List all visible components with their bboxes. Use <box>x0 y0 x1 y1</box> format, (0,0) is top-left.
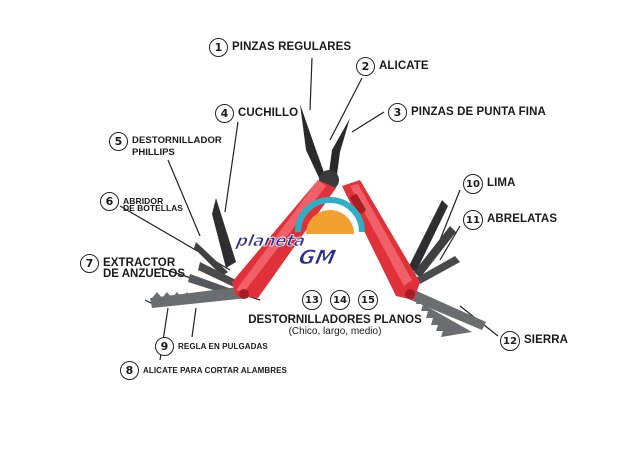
label-6: 6 ABRIDOR <box>100 192 163 211</box>
label-text-6b: DE BOTELLAS <box>123 203 183 213</box>
label-text-8: ALICATE PARA CORTAR ALAMBRES <box>143 365 287 375</box>
label-text-5b: PHILLIPS <box>132 147 175 158</box>
label-13-15: 13 14 15 <box>302 290 378 310</box>
leader-line-4 <box>224 121 239 213</box>
saw-blade <box>406 288 486 330</box>
label-text-11: ABRELATAS <box>487 213 558 226</box>
planeta-gm-logo: planeta GM <box>233 197 365 269</box>
label-9: 9 REGLA EN PULGADAS <box>155 337 268 356</box>
number-badge-6: 6 <box>100 192 119 211</box>
label-3: 3 PINZAS DE PUNTA FINA <box>388 103 546 122</box>
flat-driver-blade <box>416 256 460 284</box>
brand-plate <box>350 194 366 214</box>
label-5: 5 DESTORNILLADOR <box>109 132 222 151</box>
phillips-bit <box>194 242 228 276</box>
logo-text-1: planeta <box>234 231 307 250</box>
leader-line-5 <box>167 159 201 237</box>
left-tools <box>150 198 248 308</box>
number-badge-14: 14 <box>330 290 350 310</box>
label-text-1: PINZAS REGULARES <box>232 40 352 53</box>
label-text-6: ABRIDOR <box>123 195 164 206</box>
leader-line-2 <box>329 77 363 141</box>
number-badge-2: 2 <box>356 57 375 76</box>
label-text-12: SIERRA <box>524 334 569 347</box>
number-badge-5: 5 <box>109 132 128 151</box>
flat-screwdrivers-caption: DESTORNILLADORES PLANOS (Chico, largo, m… <box>240 314 430 337</box>
label-text-9: REGLA EN PULGADAS <box>178 341 268 351</box>
leader-line-1 <box>309 57 313 111</box>
number-badge-13: 13 <box>302 290 322 310</box>
can-opener-blade <box>414 226 456 278</box>
logo-sun <box>306 210 354 234</box>
number-badge-9: 9 <box>155 337 174 356</box>
label-text-7: EXTRACTOR <box>103 256 176 269</box>
right-tools <box>406 200 486 337</box>
flat-screwdrivers-subtitle: (Chico, largo, medio) <box>288 326 382 337</box>
label-12: 12 SIERRA <box>500 331 568 351</box>
label-text-7b: DE ANZUELOS <box>103 268 185 280</box>
label-11: 11 ABRELATAS <box>463 210 557 230</box>
leader-line-11 <box>439 225 461 261</box>
label-text-4: CUCHILLO <box>238 106 299 119</box>
handle-left-highlight <box>236 180 326 292</box>
flat-screwdrivers-title: DESTORNILLADORES PLANOS <box>248 314 422 326</box>
knife-blade <box>212 198 236 268</box>
label-7: 7 EXTRACTOR <box>80 254 175 273</box>
label-10: 10 LIMA <box>463 174 516 194</box>
number-badge-12: 12 <box>500 331 520 351</box>
number-badge-4: 4 <box>215 104 234 123</box>
pliers-jaws <box>300 104 350 190</box>
number-badge-1: 1 <box>209 38 228 57</box>
number-badge-10: 10 <box>463 174 483 194</box>
logo-arc <box>295 197 365 233</box>
label-text-10: LIMA <box>487 177 516 190</box>
number-badge-8: 8 <box>120 361 139 380</box>
saw-teeth-left <box>152 292 212 298</box>
label-2: 2 ALICATE <box>356 57 429 76</box>
number-badge-11: 11 <box>463 210 483 230</box>
label-4: 4 CUCHILLO <box>215 104 298 123</box>
saw-teeth-right <box>412 297 472 337</box>
bottle-opener-blade <box>198 262 240 288</box>
leader-line-9 <box>191 307 197 338</box>
handle-rivet-right <box>405 289 415 299</box>
file-blade <box>408 200 448 272</box>
label-text-5: DESTORNILLADOR <box>132 135 222 147</box>
number-badge-3: 3 <box>388 103 407 122</box>
logo-text-2: GM <box>297 245 338 269</box>
number-badge-7: 7 <box>80 254 99 273</box>
number-badge-15: 15 <box>358 290 378 310</box>
handle-rivet-left <box>239 289 249 299</box>
label-8: 8 ALICATE PARA CORTAR ALAMBRES <box>120 361 287 380</box>
leader-line-10 <box>439 189 461 241</box>
label-1: 1 PINZAS REGULARES <box>209 38 351 57</box>
jaw-right <box>328 118 350 182</box>
label-text-3: PINZAS DE PUNTA FINA <box>411 105 546 118</box>
jaw-left <box>300 104 326 180</box>
label-text-2: ALICATE <box>379 59 429 72</box>
leader-line-3 <box>351 111 385 133</box>
